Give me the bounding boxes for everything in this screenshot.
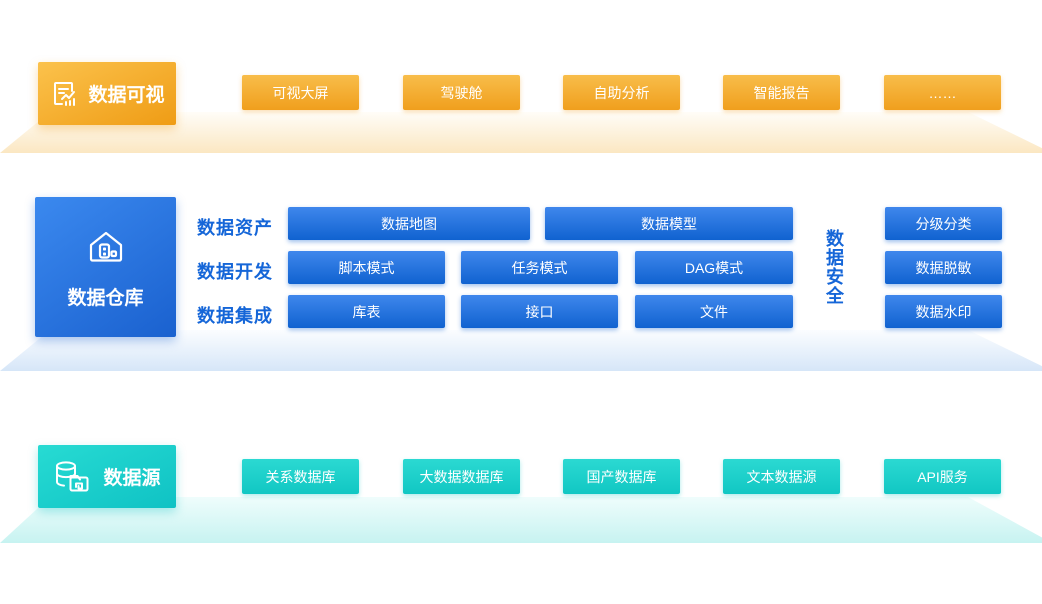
viz-item: 驾驶舱 xyxy=(403,75,520,110)
warehouse-card: 数据仓库 xyxy=(35,197,176,337)
source-item: 大数据数据库 xyxy=(403,459,520,494)
warehouse-item: 文件 xyxy=(635,295,793,328)
viz-item: 智能报告 xyxy=(723,75,840,110)
row-label-data-integration: 数据集成 xyxy=(197,306,273,326)
warehouse-item: 数据模型 xyxy=(545,207,793,240)
row-label-data-development: 数据开发 xyxy=(197,262,273,282)
warehouse-item: 任务模式 xyxy=(461,251,618,284)
viz-item: …… xyxy=(884,75,1001,110)
report-chart-icon xyxy=(49,79,79,109)
viz-item: 可视大屏 xyxy=(242,75,359,110)
source-item: API服务 xyxy=(884,459,1001,494)
warehouse-item: 脚本模式 xyxy=(288,251,445,284)
visualization-card: 数据可视 xyxy=(38,62,176,125)
source-item: 关系数据库 xyxy=(242,459,359,494)
security-column-label: 数据安全 xyxy=(824,229,844,305)
row-label-data-assets: 数据资产 xyxy=(197,218,273,238)
warehouse-item: 库表 xyxy=(288,295,445,328)
visualization-card-label: 数据可视 xyxy=(88,85,165,106)
source-item: 文本数据源 xyxy=(723,459,840,494)
source-item: 国产数据库 xyxy=(563,459,680,494)
warehouse-item: 接口 xyxy=(461,295,618,328)
viz-item: 自助分析 xyxy=(563,75,680,110)
warehouse-house-icon xyxy=(83,224,129,270)
database-folder-icon xyxy=(53,458,95,496)
security-item: 分级分类 xyxy=(885,207,1002,240)
warehouse-card-label: 数据仓库 xyxy=(67,288,144,309)
warehouse-item: DAG模式 xyxy=(635,251,793,284)
security-item: 数据水印 xyxy=(885,295,1002,328)
source-card-label: 数据源 xyxy=(103,468,161,489)
security-item: 数据脱敏 xyxy=(885,251,1002,284)
warehouse-item: 数据地图 xyxy=(288,207,530,240)
source-card: 数据源 xyxy=(38,445,176,508)
